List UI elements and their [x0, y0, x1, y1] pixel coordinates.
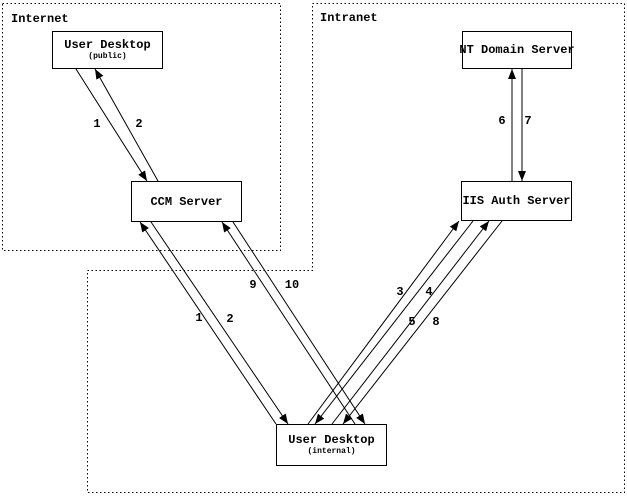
node-nt-domain-server: NT Domain Server — [459, 31, 575, 69]
edge-line-1-internal-to-ccm — [139, 221, 277, 425]
edge-line-2-ccm-to-public — [94, 68, 159, 182]
zone-intranet-label: Intranet — [320, 11, 378, 25]
edge-line-1-public-to-ccm — [75, 68, 148, 182]
edge-line-3-internal-to-iis — [307, 220, 460, 425]
edge-label-2-ccm-internal: 2 — [226, 312, 234, 326]
zone-intranet-outline — [87, 3, 625, 493]
node-iis-auth-server-label: IIS Auth Server — [462, 194, 571, 208]
edge-label-10-ccm-internal: 10 — [284, 278, 300, 292]
node-ccm-server-label: CCM Server — [150, 194, 223, 209]
edge-label-7-nt-iis: 7 — [524, 114, 532, 128]
edge-label-9-internal-ccm: 9 — [249, 278, 257, 292]
zone-internet-outline — [2, 3, 281, 251]
edge-line-4-iis-to-internal — [314, 220, 474, 425]
edge-label-3-internal-iis: 3 — [396, 285, 404, 299]
node-user-desktop-internal-sublabel: (internal) — [307, 447, 356, 456]
node-user-desktop-public: User Desktop (public) — [52, 31, 163, 69]
edge-label-6-iis-nt: 6 — [498, 114, 506, 128]
node-user-desktop-internal-label: User Desktop — [288, 433, 375, 447]
edge-label-5-internal-iis: 5 — [408, 315, 416, 329]
edge-label-1-public-ccm: 1 — [93, 117, 101, 131]
node-user-desktop-public-label: User Desktop — [64, 38, 151, 52]
edge-line-8-iis-to-internal — [342, 220, 503, 425]
node-iis-auth-server: IIS Auth Server — [461, 181, 572, 221]
edge-line-10-ccm-to-internal — [232, 221, 366, 425]
edge-label-1-internal-ccm: 1 — [195, 311, 203, 325]
edge-label-4-iis-internal: 4 — [425, 285, 433, 299]
edge-line-9-internal-to-ccm — [221, 221, 356, 425]
edge-line-5-internal-to-iis — [331, 220, 490, 425]
node-user-desktop-internal: User Desktop (internal) — [276, 424, 387, 466]
edge-label-2-ccm-public: 2 — [135, 117, 143, 131]
node-user-desktop-public-sublabel: (public) — [88, 52, 127, 61]
edge-label-8-iis-internal: 8 — [432, 315, 440, 329]
node-ccm-server: CCM Server — [131, 181, 242, 222]
node-nt-domain-server-label: NT Domain Server — [459, 43, 575, 57]
zone-internet-label: Internet — [11, 12, 69, 26]
edge-line-2-ccm-to-internal — [150, 221, 289, 425]
